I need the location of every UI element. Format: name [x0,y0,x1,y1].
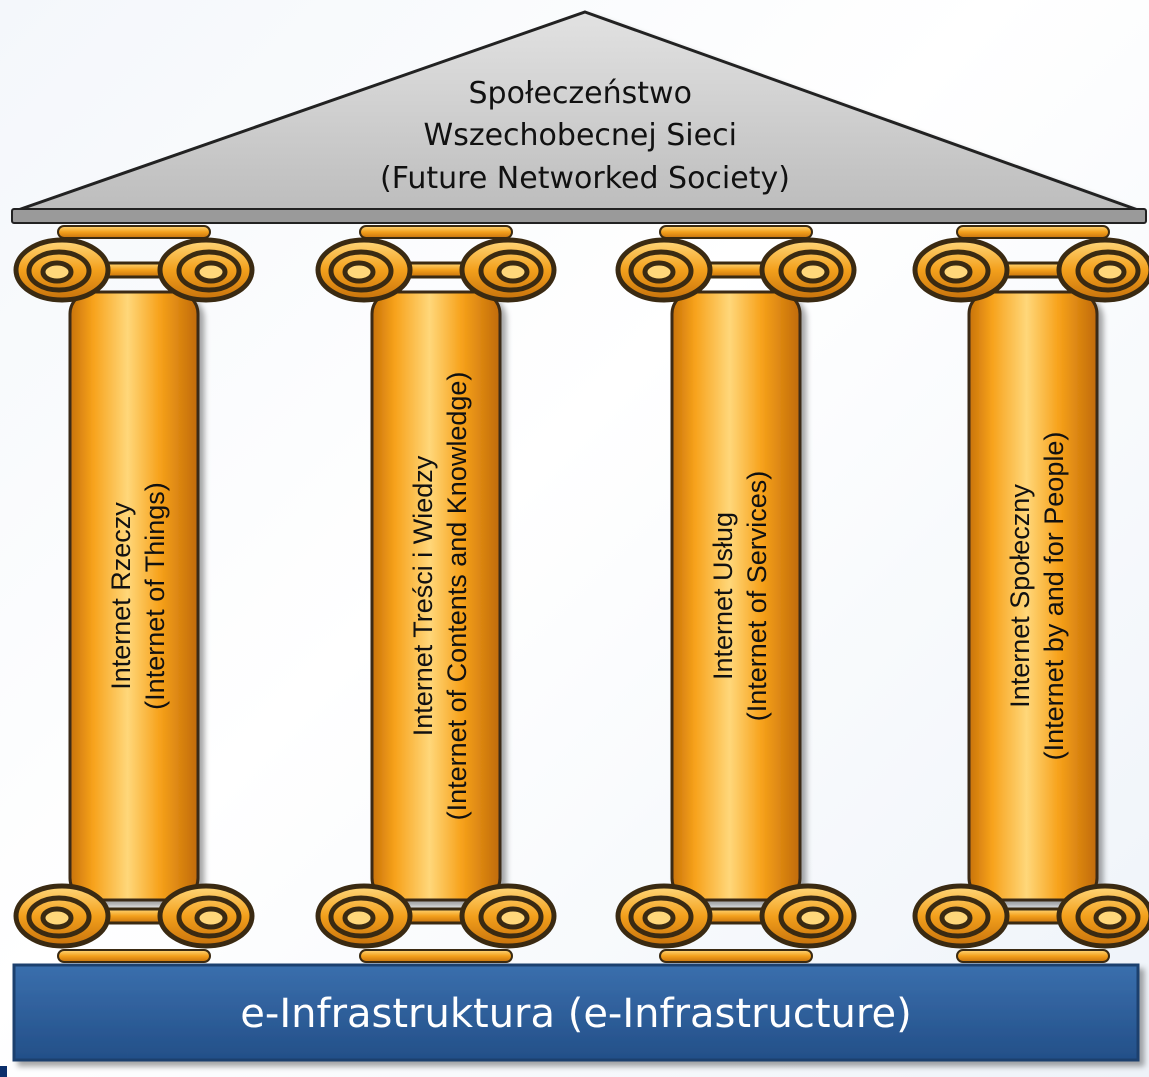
pillar-1-capital-scroll-volute-right-ring [176,249,242,293]
pillar-1-capital-scroll-volute-left-ring [26,249,92,293]
pillar-1-base-scroll [13,883,255,949]
pillar-4-label-line-2: (Internet by and for People) [1039,432,1069,761]
pillar-4-capital-scroll-volute-left-eye [939,260,973,284]
pillar-4-label-line-1: Internet Społeczny [1005,484,1035,708]
pillar-2-shaft [370,290,502,902]
pillar-3-base-scroll-volute-left-ring [628,895,694,939]
pillar-1-shaft [68,290,200,902]
roof-title: Społeczeństwo Wszechobecnej Sieci (Futur… [380,76,790,196]
pillar-2-base-scroll-volute-left-eye [342,906,376,930]
pillar-1-label-line-2: (Internet of Things) [140,482,170,710]
pillar-4-capital-scroll [912,237,1149,303]
pillar-1: Internet Rzeczy(Internet of Things) [13,225,255,963]
base: e-Infrastruktura (e-Infrastructure) [12,963,1140,1062]
roof-title-line-2: Wszechobecnej Sieci [424,118,737,153]
pillar-4-capital-scroll-volute-right-ring [1075,249,1141,293]
roof: Społeczeństwo Wszechobecnej Sieci (Futur… [11,10,1147,224]
pillar-3-capital-scroll [615,237,857,303]
pillar-1-base-scroll-volute-right-ring [176,895,242,939]
pillar-4-base-scroll [912,883,1149,949]
pillar-1-capital-scroll-volute-right-eye [194,260,228,284]
pillar-2-capital-scroll-volute-left-ring [328,249,394,293]
pillar-3-top-cap [659,225,813,239]
pillar-3-label-line-2: (Internet of Services) [742,471,772,722]
pillar-1-capital-scroll-volute-left-eye [40,260,74,284]
roof-beam [11,208,1147,224]
pillar-4-capital-scroll-volute-left-ring [925,249,991,293]
pillar-2-label: Internet Treści i Wiedzy(Internet of Con… [408,372,472,821]
pillar-2: Internet Treści i Wiedzy(Internet of Con… [315,225,557,963]
pillar-3-base-scroll-volute-right-eye [796,906,830,930]
pillar-3-shaft [670,290,802,902]
corner-mark [0,1066,7,1077]
pillar-2-capital-scroll-volute-right-ring [478,249,544,293]
pillar-1-top-cap [57,225,211,239]
pillar-4-base-scroll-volute-left-eye [939,906,973,930]
pillar-2-top-cap [359,225,513,239]
pillar-4-shaft [967,290,1099,902]
pillar-4: Internet Społeczny(Internet by and for P… [912,225,1149,963]
pillar-4-label: Internet Społeczny(Internet by and for P… [1005,432,1069,761]
pillar-2-capital-scroll-volute-left-eye [342,260,376,284]
pillar-2-capital-scroll [315,237,557,303]
pillar-4-top-cap [956,225,1110,239]
pillar-3-label: Internet Usług(Internet of Services) [708,471,772,722]
base-label: e-Infrastruktura (e-Infrastructure) [240,991,911,1037]
base-slab [12,963,1140,1062]
pillar-1-base-scroll-volute-left-eye [40,906,74,930]
roof-title-line-1: Społeczeństwo [469,76,692,111]
pillar-1-bottom-cap [57,949,211,963]
roof-title-line-3: (Future Networked Society) [380,161,790,196]
pillar-1-base-scroll-volute-right-eye [194,906,228,930]
pillar-1-base-scroll-volute-left-ring [26,895,92,939]
pillar-3-bottom-cap [659,949,813,963]
pillar-4-base-scroll-volute-right-eye [1093,906,1127,930]
pillar-2-base-scroll [315,883,557,949]
pillar-2-capital-scroll-volute-right-eye [496,260,530,284]
pillar-3-capital-scroll-volute-right-ring [778,249,844,293]
pillar-1-label: Internet Rzeczy(Internet of Things) [106,482,170,710]
pillar-3-capital-scroll-volute-left-eye [642,260,676,284]
pillar-2-base-scroll-volute-left-ring [328,895,394,939]
pillar-3-label-line-1: Internet Usług [708,512,738,680]
pillar-3-base-scroll-volute-right-ring [778,895,844,939]
pillar-1-label-line-1: Internet Rzeczy [106,502,136,690]
pillar-2-bottom-cap [359,949,513,963]
pillar-2-base-scroll-volute-right-ring [478,895,544,939]
pillar-1-capital-scroll [13,237,255,303]
pillar-4-base-scroll-volute-left-ring [925,895,991,939]
pillar-4-bottom-cap [956,949,1110,963]
pillar-2-label-line-2: (Internet of Contents and Knowledge) [442,372,472,821]
pillar-3-capital-scroll-volute-left-ring [628,249,694,293]
pillar-3: Internet Usług(Internet of Services) [615,225,857,963]
pillar-3-capital-scroll-volute-right-eye [796,260,830,284]
pillar-2-base-scroll-volute-right-eye [496,906,530,930]
pillar-3-base-scroll-volute-left-eye [642,906,676,930]
pillars: Internet Rzeczy(Internet of Things)Inter… [13,225,1149,963]
pillar-4-base-scroll-volute-right-ring [1075,895,1141,939]
pillar-2-label-line-1: Internet Treści i Wiedzy [408,455,438,736]
pillar-3-base-scroll [615,883,857,949]
pillar-4-capital-scroll-volute-right-eye [1093,260,1127,284]
